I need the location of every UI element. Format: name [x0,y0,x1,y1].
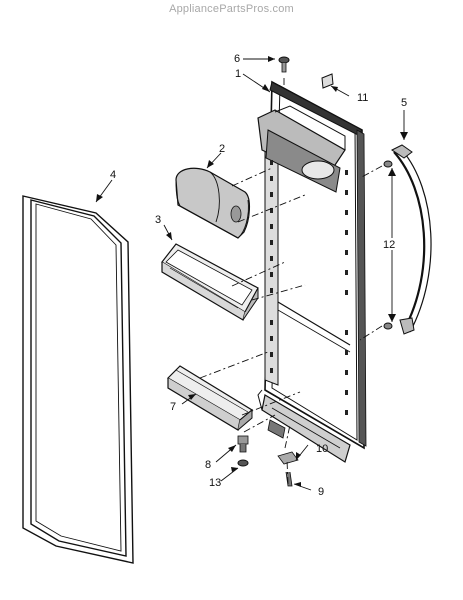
assembly-lines [199,78,383,485]
callout-2: 2 [219,143,225,155]
door-handle [391,144,432,335]
callout-13: 13 [209,477,221,489]
leader-arrowheads [96,56,408,487]
door-gasket [22,195,134,564]
door-shelf-slots-right [345,170,348,415]
hinge-bracket [321,73,334,89]
door-shelf [167,365,254,431]
dairy-door-cover [175,167,250,239]
callout-10: 10 [316,443,328,455]
handle-screws [383,160,393,330]
callout-9: 9 [318,486,324,498]
door-bin [161,243,259,321]
top-screw [278,56,290,73]
callout-4: 4 [110,169,116,181]
callout-numbers: 1 2 3 4 5 6 7 8 9 10 11 12 13 [110,53,407,498]
callout-7: 7 [170,401,176,413]
callout-6: 6 [234,53,240,65]
callout-12: 12 [383,239,395,251]
watermark-text: AppliancePartsPros.com [169,3,294,15]
callout-1: 1 [235,68,241,80]
refrigerator-door [257,80,367,463]
callout-8: 8 [205,459,211,471]
lower-hinge-parts [237,435,299,487]
callout-5: 5 [401,97,407,109]
door-shelf-slots [270,160,273,373]
callout-11: 11 [357,92,368,104]
callout-3: 3 [155,214,161,226]
